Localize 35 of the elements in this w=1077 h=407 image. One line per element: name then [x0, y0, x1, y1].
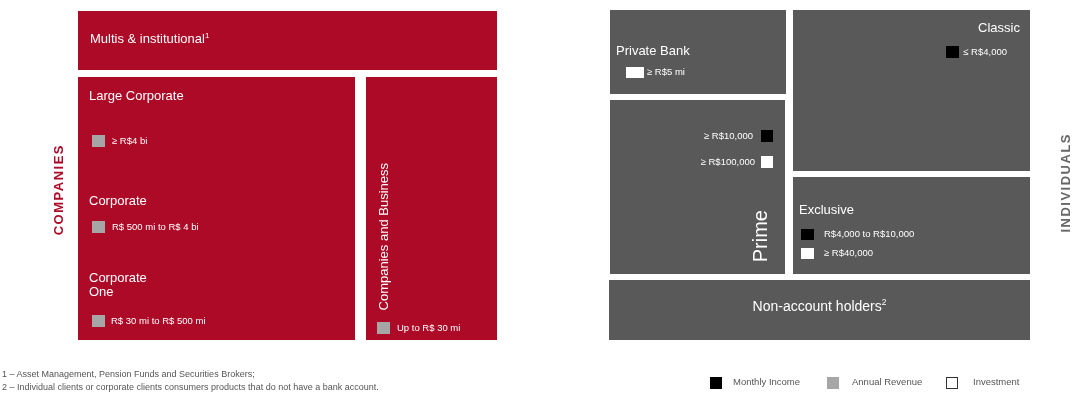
threshold-text: ≥ R$5 mi — [647, 67, 685, 78]
segment-title: Prime — [749, 209, 771, 262]
segment-block — [793, 177, 1030, 274]
threshold-text: ≤ R$4,000 — [963, 46, 1007, 58]
segment-block — [78, 11, 497, 70]
footnote: 2 – Individual clients or corporate clients consumers products that do not have a bank account. — [2, 382, 379, 392]
section-label: COMPANIES — [50, 144, 66, 236]
section-label: INDIVIDUALS — [1057, 133, 1073, 233]
segment-title: Classic — [978, 21, 1020, 36]
threshold-text: ≥ R$40,000 — [824, 248, 874, 259]
threshold-text: R$ 30 mi to R$ 500 mi — [111, 315, 206, 327]
segment-title: Multis & institutional$^{1}$ — [90, 32, 210, 47]
threshold-text: ≥ R$100,000 — [700, 156, 755, 168]
threshold-text: ≥ R$4 bi — [112, 135, 148, 147]
segment-block — [610, 10, 786, 94]
segment-title: Corporate One — [89, 271, 148, 299]
segment-block — [609, 280, 1030, 340]
segment-block — [78, 77, 355, 340]
segment-title: Non-account holders$^{2}$ — [752, 299, 887, 315]
segment-block — [366, 77, 497, 340]
segment-title: Corporate — [89, 194, 147, 209]
legend-label: Annual Revenue — [852, 376, 923, 388]
segment-title: Companies and Business — [377, 162, 392, 310]
footnote: 1 – Asset Management, Pension Funds and Securities Brokers; — [2, 369, 255, 379]
threshold-text: R$ 500 mi to R$ 4 bi — [112, 221, 199, 233]
threshold-text: R$4,000 to R$10,000 — [824, 229, 915, 240]
threshold-text: Up to R$ 30 mi — [397, 322, 461, 334]
segment-title: Private Bank — [616, 44, 690, 59]
legend-label: Investment — [973, 376, 1020, 388]
segment-block — [610, 100, 785, 274]
threshold-text: ≥ R$10,000 — [703, 130, 753, 142]
segment-block — [793, 10, 1030, 171]
segment-title: Exclusive — [799, 203, 854, 218]
segment-title: Large Corporate — [89, 89, 184, 104]
legend-label: Monthly Income — [733, 376, 801, 388]
